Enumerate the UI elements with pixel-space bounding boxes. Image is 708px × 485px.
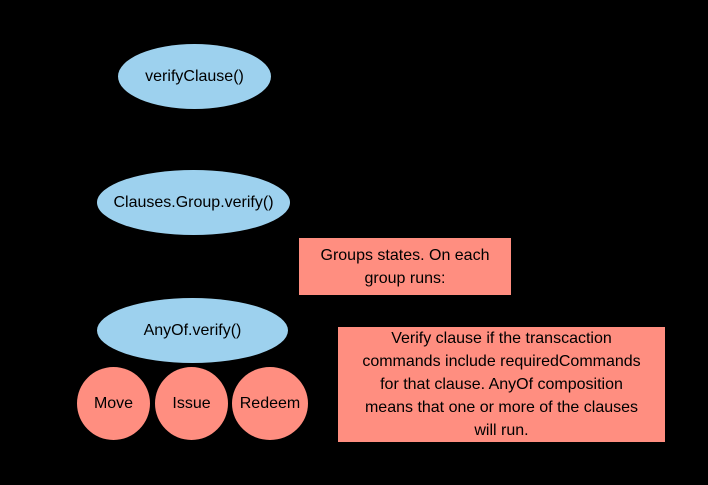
command-issue-label: Issue (172, 394, 211, 412)
command-move-label: Move (93, 394, 134, 412)
node-anyof-verify-ellipse: AnyOf.verify() (97, 298, 288, 363)
command-move-circle: Move (77, 367, 150, 440)
node-verifyclause-ellipse: verifyClause() (118, 44, 271, 109)
node-anyof-verify-label: AnyOf.verify() (143, 321, 242, 339)
note-verify-description-text: Verify clause if the transcaction comman… (362, 330, 641, 439)
node-verifyclause-label: verifyClause() (145, 67, 244, 85)
note-verify-description: Verify clause if the transcaction comman… (338, 327, 665, 442)
command-redeem-label: Redeem (239, 394, 301, 412)
command-issue-circle: Issue (155, 367, 228, 440)
command-redeem-circle: Redeem (232, 367, 308, 440)
node-clauses-group-verify-label: Clauses.Group.verify() (113, 193, 274, 211)
note-groups-states-text: Groups states. On each group runs: (320, 246, 490, 287)
note-groups-states: Groups states. On each group runs: (299, 238, 511, 295)
node-clauses-group-verify-ellipse: Clauses.Group.verify() (97, 170, 290, 235)
